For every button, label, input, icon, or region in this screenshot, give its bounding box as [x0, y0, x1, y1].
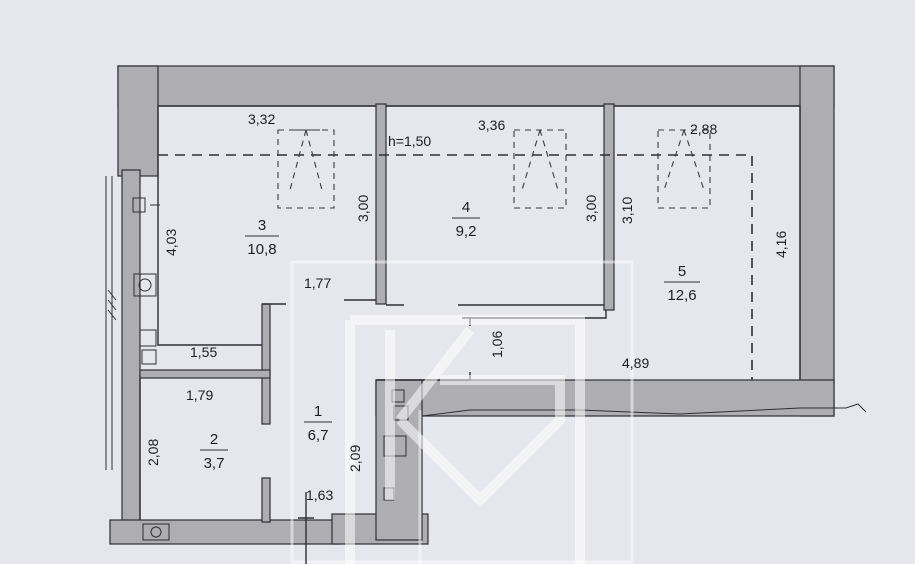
- dim-room5-depth: 3,10: [619, 197, 635, 224]
- room4-area: 9,2: [456, 223, 477, 240]
- wall-3-4: [375, 103, 387, 305]
- room2-top-wall: [139, 369, 271, 379]
- room-labels: 3 10,8 4 9,2 5 12,6 1 6,7 2 3,7: [200, 199, 700, 472]
- dim-hall-door: 1,06: [489, 331, 505, 358]
- room2-right-lower: [261, 477, 271, 523]
- roof-windows: [277, 129, 711, 209]
- dim-room3-depth: 3,00: [355, 195, 371, 222]
- vent-icon: [133, 273, 157, 297]
- dim-room3-width: 3,32: [248, 111, 275, 127]
- dim-room5-right: 4,16: [773, 231, 789, 258]
- roof-window-icon: [513, 129, 567, 209]
- pipe-icon: [138, 278, 152, 292]
- dim-hall-top: 1,77: [304, 275, 331, 291]
- top-wall: [117, 65, 835, 107]
- exterior-line: [421, 403, 867, 417]
- room3-area: 10,8: [247, 241, 276, 258]
- window-lines: [105, 176, 113, 470]
- left-upper-wall: [117, 65, 159, 177]
- dim-room2-height: 2,08: [145, 439, 161, 466]
- left-wall: [121, 169, 141, 543]
- roof-window-icon: [277, 129, 335, 209]
- dim-room4-width: 3,36: [478, 117, 505, 133]
- room2-number: 2: [210, 431, 218, 448]
- dim-corridor-small: 1,55: [190, 344, 217, 360]
- vent-icon: [132, 197, 146, 213]
- dim-hall-bottom: 1,63: [306, 487, 333, 503]
- dim-room5-width: 2,88: [690, 121, 717, 137]
- room1-number: 1: [314, 403, 322, 420]
- watermark-logo: [290, 260, 634, 564]
- wall-4-5: [603, 103, 615, 311]
- room3-number: 3: [258, 217, 266, 234]
- dim-room3-left: 4,03: [163, 229, 179, 256]
- dim-hall-height: 2,09: [347, 445, 363, 472]
- room5-area: 12,6: [667, 287, 696, 304]
- room2-area: 3,7: [204, 455, 225, 472]
- room5-number: 5: [678, 263, 686, 280]
- dimension-labels: 3,32 h=1,50 3,36 2,88 4,03 3,00 3,00 3,1…: [145, 111, 789, 503]
- dim-room4-depth: 3,00: [583, 195, 599, 222]
- right-wall: [799, 65, 835, 417]
- dim-room5-bottom: 4,89: [622, 355, 649, 371]
- room1-area: 6,7: [308, 427, 329, 444]
- room4-number: 4: [462, 199, 470, 216]
- window-hatch: [107, 289, 117, 321]
- roof-window-icon: [657, 129, 711, 209]
- room5-outline: [614, 105, 801, 380]
- dim-ceiling-height: h=1,50: [388, 133, 431, 149]
- dim-room2-width: 1,79: [186, 387, 213, 403]
- pipe-icon: [141, 349, 157, 365]
- entrance-arrow: [298, 492, 314, 564]
- room3-outline: [157, 106, 262, 346]
- interior-walls: [139, 103, 801, 523]
- pipe-icon: [142, 523, 170, 541]
- left-windows: [105, 176, 117, 470]
- vent-icon: [139, 329, 157, 347]
- hall-partition: [261, 303, 271, 425]
